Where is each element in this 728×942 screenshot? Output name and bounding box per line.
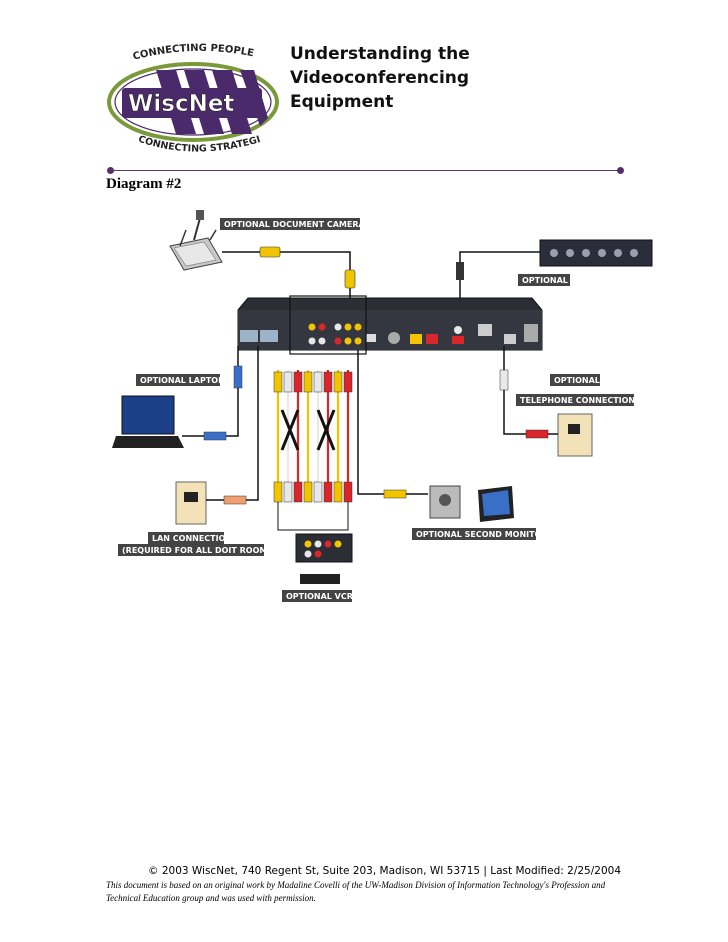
label-bg-optional: [518, 274, 570, 286]
connector-yellow: [383, 489, 407, 499]
logo-brand: WiscNet: [128, 91, 234, 117]
connector-white: [499, 369, 509, 391]
cable-mixer: [459, 251, 540, 300]
second-monitor-icon: [429, 485, 514, 522]
label-lan-connection: LAN CONNECTION: [152, 534, 232, 543]
header-rule: [110, 170, 620, 171]
laptop-icon: [112, 395, 184, 448]
footer-copyright: © 2003 WiscNet, 740 Regent St, Suite 203…: [148, 865, 621, 877]
title-line-3: Equipment: [290, 92, 394, 112]
audio-mixer-icon: [539, 239, 653, 267]
cable-telephone: [503, 346, 558, 435]
cable-second-monitor: [357, 350, 428, 495]
label-bg-lan: [148, 532, 224, 544]
label-bg-lan-note: [118, 544, 264, 556]
connector-blue: [203, 431, 227, 441]
label-bg-document-camera: [220, 218, 360, 230]
title-line-2: Videoconferencing: [290, 68, 470, 88]
lan-wall-jack-icon: [175, 481, 207, 525]
label-optional-laptop: OPTIONAL LAPTOP: [140, 376, 224, 385]
connector-yellow: [259, 246, 281, 258]
rca-plugs-bottom: [273, 481, 353, 503]
codec-unit-icon: [237, 297, 543, 351]
document-title: Understanding the Videoconferencing Equi…: [290, 42, 470, 114]
cable-lan: [206, 346, 259, 501]
label-optional-second-monitor: OPTIONAL SECOND MONITOR: [416, 530, 548, 539]
footer-attribution: This document is based on an original wo…: [106, 880, 606, 903]
vcr-icon: [295, 533, 353, 584]
cable-vcr: [277, 502, 349, 531]
rule-dot-right: [617, 167, 624, 174]
document-camera-icon: [169, 210, 223, 271]
label-optional-phone: OPTIONAL: [554, 376, 600, 385]
rca-plugs-top: [273, 371, 353, 393]
equipment-diagram: OPTIONAL DOCUMENT CAMERA OPTIONAL: [112, 210, 653, 602]
label-document-camera: OPTIONAL DOCUMENT CAMERA: [224, 220, 365, 229]
wiscnet-logo: CONNECTING PEOPLE WiscNet CONNECTING STR…: [104, 40, 279, 155]
label-lan-required: (REQUIRED FOR ALL DOIT ROOMS): [122, 546, 277, 555]
svg-text:CONNECTING PEOPLE: CONNECTING PEOPLE: [132, 43, 255, 63]
av-port-group: [289, 295, 367, 355]
cable-twist: [280, 409, 336, 451]
label-optional-vcr: OPTIONAL VCR: [286, 592, 353, 601]
connector-orange: [223, 495, 247, 505]
connector-black: [456, 262, 464, 280]
logo-top-text: CONNECTING PEOPLE: [132, 43, 255, 63]
label-optional-top-right: OPTIONAL: [522, 276, 568, 285]
telephone-wall-jack-icon: [557, 413, 593, 457]
label-bg-phone-1: [550, 374, 600, 386]
connector-red: [525, 429, 549, 439]
label-bg-second-monitor: [412, 528, 536, 540]
cable-laptop: [182, 346, 239, 437]
label-bg-vcr: [282, 590, 352, 602]
connector-yellow: [344, 269, 356, 289]
label-bg-phone-2: [516, 394, 634, 406]
cable-doc-camera: [222, 251, 351, 300]
title-line-1: Understanding the: [290, 44, 470, 64]
diagram-label: Diagram #2: [106, 176, 182, 192]
connector-blue: [233, 365, 243, 389]
label-bg-laptop: [136, 374, 220, 386]
label-telephone-connection: TELEPHONE CONNECTION: [520, 396, 635, 405]
